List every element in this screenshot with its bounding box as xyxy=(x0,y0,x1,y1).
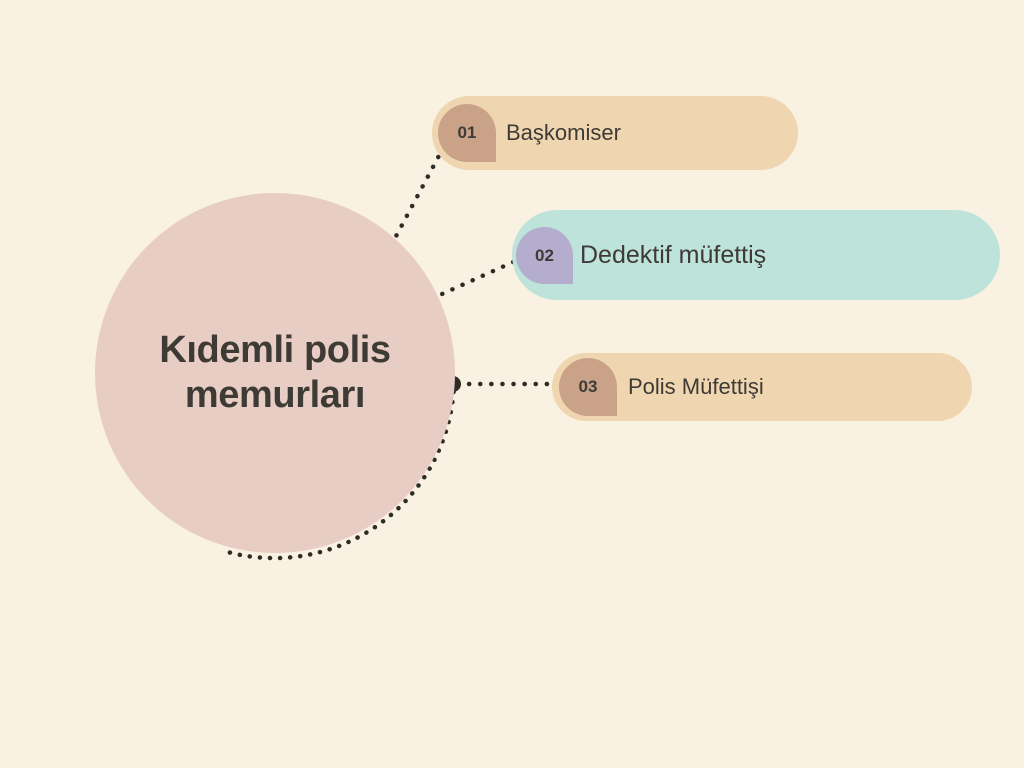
branch-item-03[interactable]: Polis Müfettişi xyxy=(552,353,972,421)
branch-label-02: Dedektif müfettiş xyxy=(580,240,767,269)
center-node[interactable]: Kıdemli polis memurları xyxy=(95,193,455,553)
branch-badge-01[interactable]: 01 xyxy=(438,104,496,162)
branch-item-02[interactable]: Dedektif müfettiş xyxy=(512,210,1000,300)
branch-badge-02[interactable]: 02 xyxy=(516,227,573,284)
branch-badge-03[interactable]: 03 xyxy=(559,358,617,416)
branch-label-01: Başkomiser xyxy=(506,120,621,145)
center-node-label: Kıdemli polis memurları xyxy=(159,329,391,416)
branch-label-03: Polis Müfettişi xyxy=(628,374,764,399)
